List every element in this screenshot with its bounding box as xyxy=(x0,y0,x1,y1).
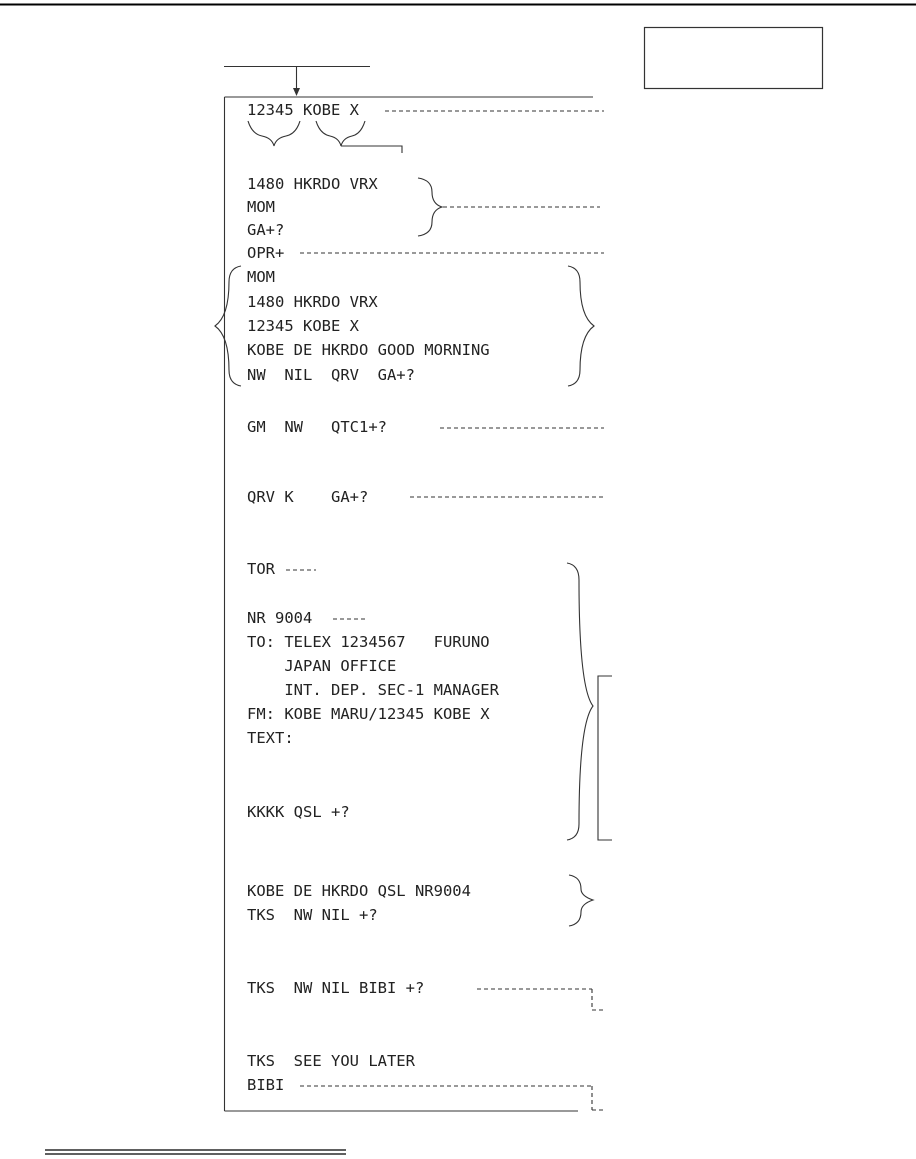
transcript-line: KOBE DE HKRDO QSL NR9004 xyxy=(247,882,471,900)
transcript-line-station-id: 12345 KOBE X xyxy=(247,101,359,119)
transcript-line: BIBI xyxy=(247,1076,285,1094)
transcript-line: TOR xyxy=(247,560,275,578)
transcript-line: 1480 HKRDO VRX xyxy=(247,293,378,311)
transcript-line: 12345 KOBE X xyxy=(247,317,359,335)
brace-under-name xyxy=(315,120,366,147)
transcript-line: TKS NW NIL BIBI +? xyxy=(247,979,425,997)
transcript-line: GM NW QTC1+? xyxy=(247,418,387,436)
arrow-head xyxy=(293,88,300,96)
callout-box xyxy=(643,26,824,90)
transcript-line: TKS SEE YOU LATER xyxy=(247,1052,415,1070)
transcript-line: JAPAN OFFICE xyxy=(247,657,397,675)
transcript-line: MOM xyxy=(247,198,275,216)
brace-qsl xyxy=(568,874,595,927)
transcript-line: TEXT: xyxy=(247,729,294,747)
transcript-line: QRV K GA+? xyxy=(247,488,369,506)
transcript-line: TO: TELEX 1234567 FURUNO xyxy=(247,633,490,651)
transcript-line: KKKK QSL +? xyxy=(247,803,350,821)
transcript-line: MOM xyxy=(247,268,275,286)
brace-message xyxy=(566,562,594,841)
message-bracket xyxy=(597,675,612,841)
transcript-line: FM: KOBE MARU/12345 KOBE X xyxy=(247,705,490,723)
transcript-line: NW NIL QRV GA+? xyxy=(247,366,415,384)
brace-left-block xyxy=(214,265,242,387)
brace-connector xyxy=(341,145,403,153)
transcript-line: TKS NW NIL +? xyxy=(247,906,378,924)
transcript-line: NR 9004 xyxy=(247,609,313,627)
transcript-line: KOBE DE HKRDO GOOD MORNING xyxy=(247,341,490,359)
brace-right-block xyxy=(567,265,595,387)
brace-under-id xyxy=(247,120,301,147)
transcript-line: GA+? xyxy=(247,221,285,239)
transcript-line: INT. DEP. SEC-1 MANAGER xyxy=(247,681,499,699)
brace-group-1 xyxy=(417,177,444,237)
transcript-line: OPR+ xyxy=(247,244,285,262)
transcript-line: 1480 HKRDO VRX xyxy=(247,175,378,193)
